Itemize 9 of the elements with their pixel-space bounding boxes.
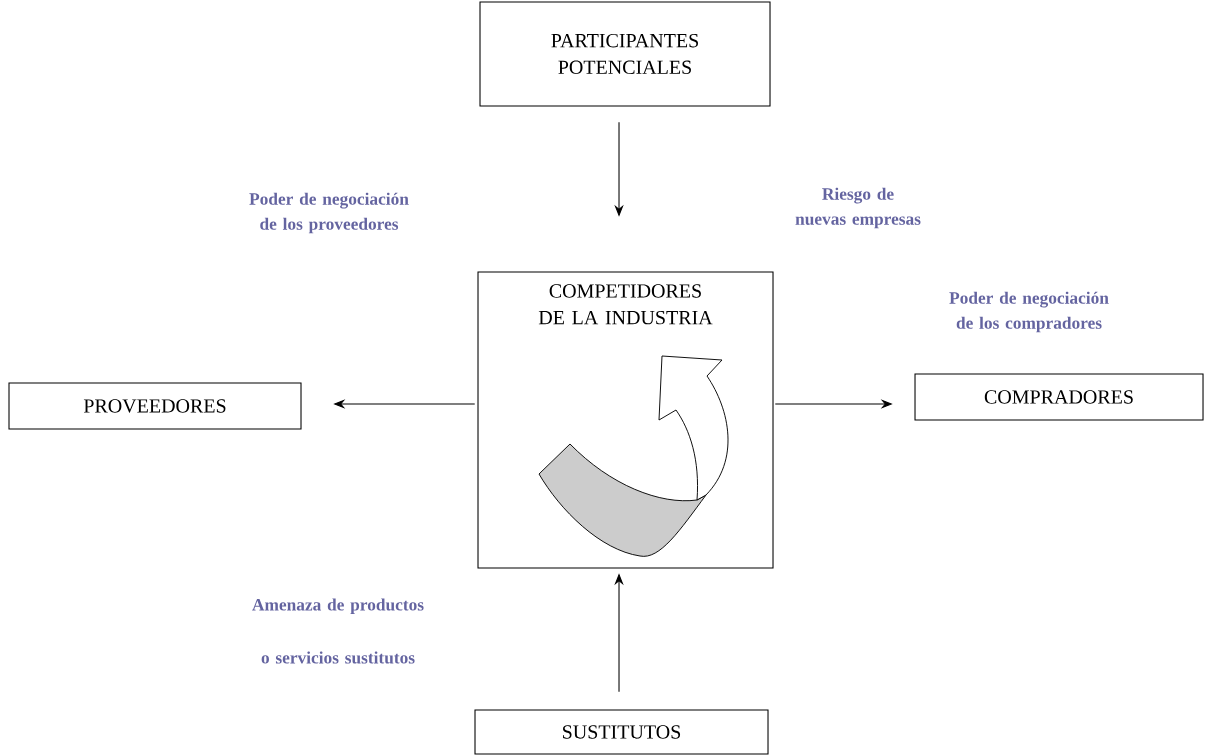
force-label: Riesgo de nuevas empresas	[795, 187, 921, 229]
process-box: PARTICIPANTES POTENCIALES	[479, 1, 771, 107]
process-box: COMPRADORES	[914, 373, 1204, 421]
force-label: Poder de negociación de los proveedores	[249, 192, 409, 234]
force-label: Amenaza de productos o servicios sustitutos	[252, 598, 424, 664]
process-box: COMPETIDORES DE LA INDUSTRIA	[477, 271, 774, 569]
process-box: SUSTITUTOS	[474, 709, 769, 755]
process-box: PROVEEDORES	[8, 382, 302, 430]
force-label: Poder de negociación de los compradores	[949, 291, 1109, 333]
